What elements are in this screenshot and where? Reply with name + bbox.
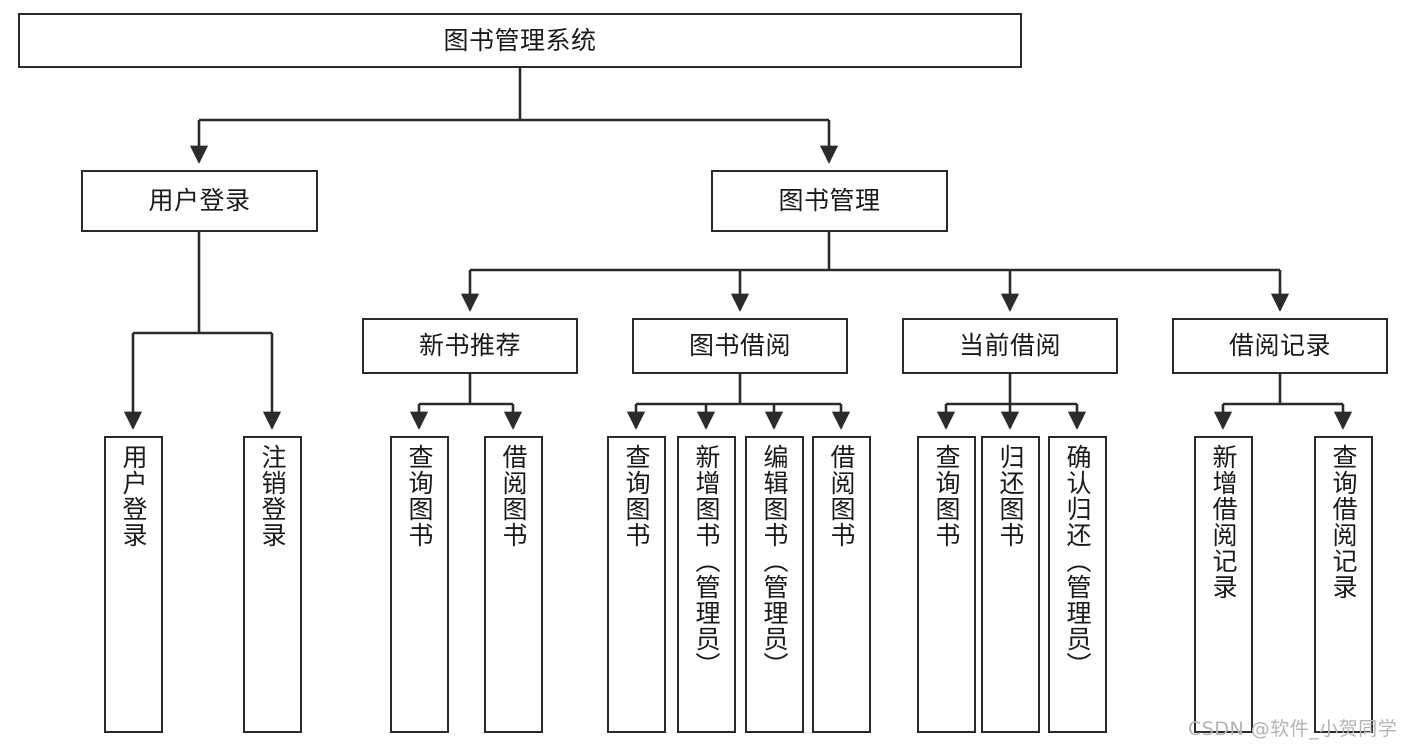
- node-borrow-record[interactable]: 借阅记录: [1172, 318, 1388, 374]
- node-borrow-record-label: 借阅记录: [1228, 331, 1331, 361]
- leaf-node-label: 编辑图书（管理员）: [760, 444, 789, 678]
- leaf-node-label: 新增图书（管理员）: [692, 444, 721, 678]
- leaf-node[interactable]: 归还图书: [981, 436, 1040, 733]
- leaf-node[interactable]: 编辑图书（管理员）: [745, 436, 804, 733]
- leaf-node-label: 新增借阅记录: [1209, 444, 1238, 600]
- leaf-node-label: 借阅图书: [827, 444, 856, 548]
- node-user-login[interactable]: 用户登录: [81, 170, 318, 232]
- node-root[interactable]: 图书管理系统: [18, 13, 1022, 68]
- leaf-node[interactable]: 查询图书: [607, 436, 666, 733]
- leaf-node[interactable]: 用户登录: [104, 436, 163, 733]
- node-book-management-label: 图书管理: [778, 186, 881, 216]
- node-new-book-recommend[interactable]: 新书推荐: [362, 318, 578, 374]
- node-user-login-label: 用户登录: [148, 186, 251, 216]
- node-current-borrow-label: 当前借阅: [958, 331, 1061, 361]
- node-book-borrow-label: 图书借阅: [688, 331, 791, 361]
- leaf-node[interactable]: 查询图书: [390, 436, 449, 733]
- leaf-node-label: 查询图书: [622, 444, 651, 548]
- leaf-node[interactable]: 新增借阅记录: [1194, 436, 1253, 733]
- leaf-node[interactable]: 新增图书（管理员）: [677, 436, 736, 733]
- leaf-node[interactable]: 借阅图书: [484, 436, 543, 733]
- node-book-management[interactable]: 图书管理: [711, 170, 948, 232]
- leaf-node[interactable]: 注销登录: [243, 436, 302, 733]
- node-root-label: 图书管理系统: [443, 25, 597, 55]
- leaf-node-label: 注销登录: [258, 444, 287, 548]
- csdn-watermark: CSDN @软件_小贺同学: [1188, 718, 1398, 740]
- node-current-borrow[interactable]: 当前借阅: [902, 318, 1118, 374]
- leaf-node[interactable]: 确认归还（管理员）: [1048, 436, 1107, 733]
- leaf-node[interactable]: 查询图书: [917, 436, 976, 733]
- leaf-node-label: 查询图书: [405, 444, 434, 548]
- node-book-borrow[interactable]: 图书借阅: [632, 318, 848, 374]
- leaf-node-label: 查询图书: [932, 444, 961, 548]
- leaf-node[interactable]: 借阅图书: [812, 436, 871, 733]
- leaf-node-label: 查询借阅记录: [1329, 444, 1358, 600]
- leaf-node-label: 确认归还（管理员）: [1063, 444, 1092, 678]
- leaf-node-label: 归还图书: [996, 444, 1025, 548]
- leaf-node-label: 借阅图书: [499, 444, 528, 548]
- leaf-node-label: 用户登录: [119, 444, 148, 548]
- leaf-node[interactable]: 查询借阅记录: [1314, 436, 1373, 733]
- node-new-book-recommend-label: 新书推荐: [418, 331, 521, 361]
